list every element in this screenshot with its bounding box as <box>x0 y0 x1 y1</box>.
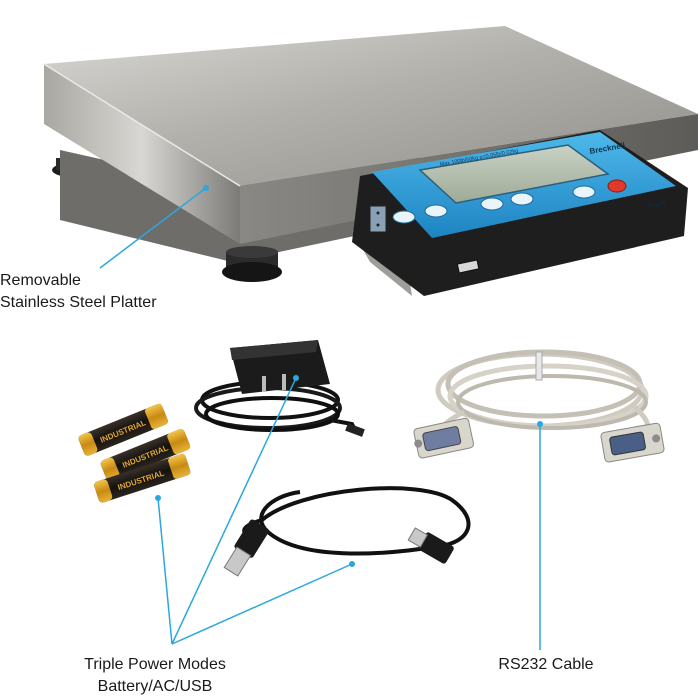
scale-foot <box>222 262 282 282</box>
key-button <box>424 204 448 218</box>
db9-male-connector <box>600 422 665 463</box>
scale-indicator: Max 100lb/50kg e=0.05lb/0.02kg Brecknell… <box>352 130 688 296</box>
platter-callout-line <box>99 187 207 269</box>
battery: INDUSTRIAL <box>94 453 191 503</box>
key-button <box>392 210 416 224</box>
adapter-callout-line <box>171 377 297 645</box>
key-button <box>510 192 534 206</box>
rs232-cable <box>413 349 665 463</box>
power-label-line1: Triple Power Modes <box>84 656 226 673</box>
usb-plug <box>223 519 269 577</box>
ac-adapter <box>194 340 365 437</box>
platter-label-line1: Removable <box>0 272 81 289</box>
stainless-platter-top <box>44 26 698 186</box>
lcd-screen <box>418 144 610 204</box>
usb-cable <box>223 486 471 577</box>
model-text: PS-USB <box>647 200 667 210</box>
usb-callout-line <box>171 563 353 645</box>
callout-lines <box>99 185 543 650</box>
battery-callout-line <box>157 497 173 645</box>
platter-label-line2: Stainless Steel Platter <box>0 294 157 311</box>
power-key-button <box>607 179 627 193</box>
key-button <box>572 185 596 199</box>
batteries: INDUSTRIAL INDUSTRIAL INDUSTRIAL <box>78 403 191 503</box>
usb-plug <box>407 527 454 564</box>
scale: Max 100lb/50kg e=0.05lb/0.02kg Brecknell… <box>43 26 698 296</box>
db9-female-connector <box>413 417 474 459</box>
serial-port <box>369 205 387 233</box>
platter-label: Removable Stainless Steel Platter <box>0 270 157 314</box>
usb-port <box>456 259 480 274</box>
key-button <box>480 197 504 211</box>
power-label-line2: Battery/AC/USB <box>97 678 213 695</box>
power-modes-label: Triple Power Modes Battery/AC/USB <box>40 654 270 698</box>
rs232-cable-label: RS232 Cable <box>476 654 616 676</box>
rs232-label-text: RS232 Cable <box>498 656 594 673</box>
